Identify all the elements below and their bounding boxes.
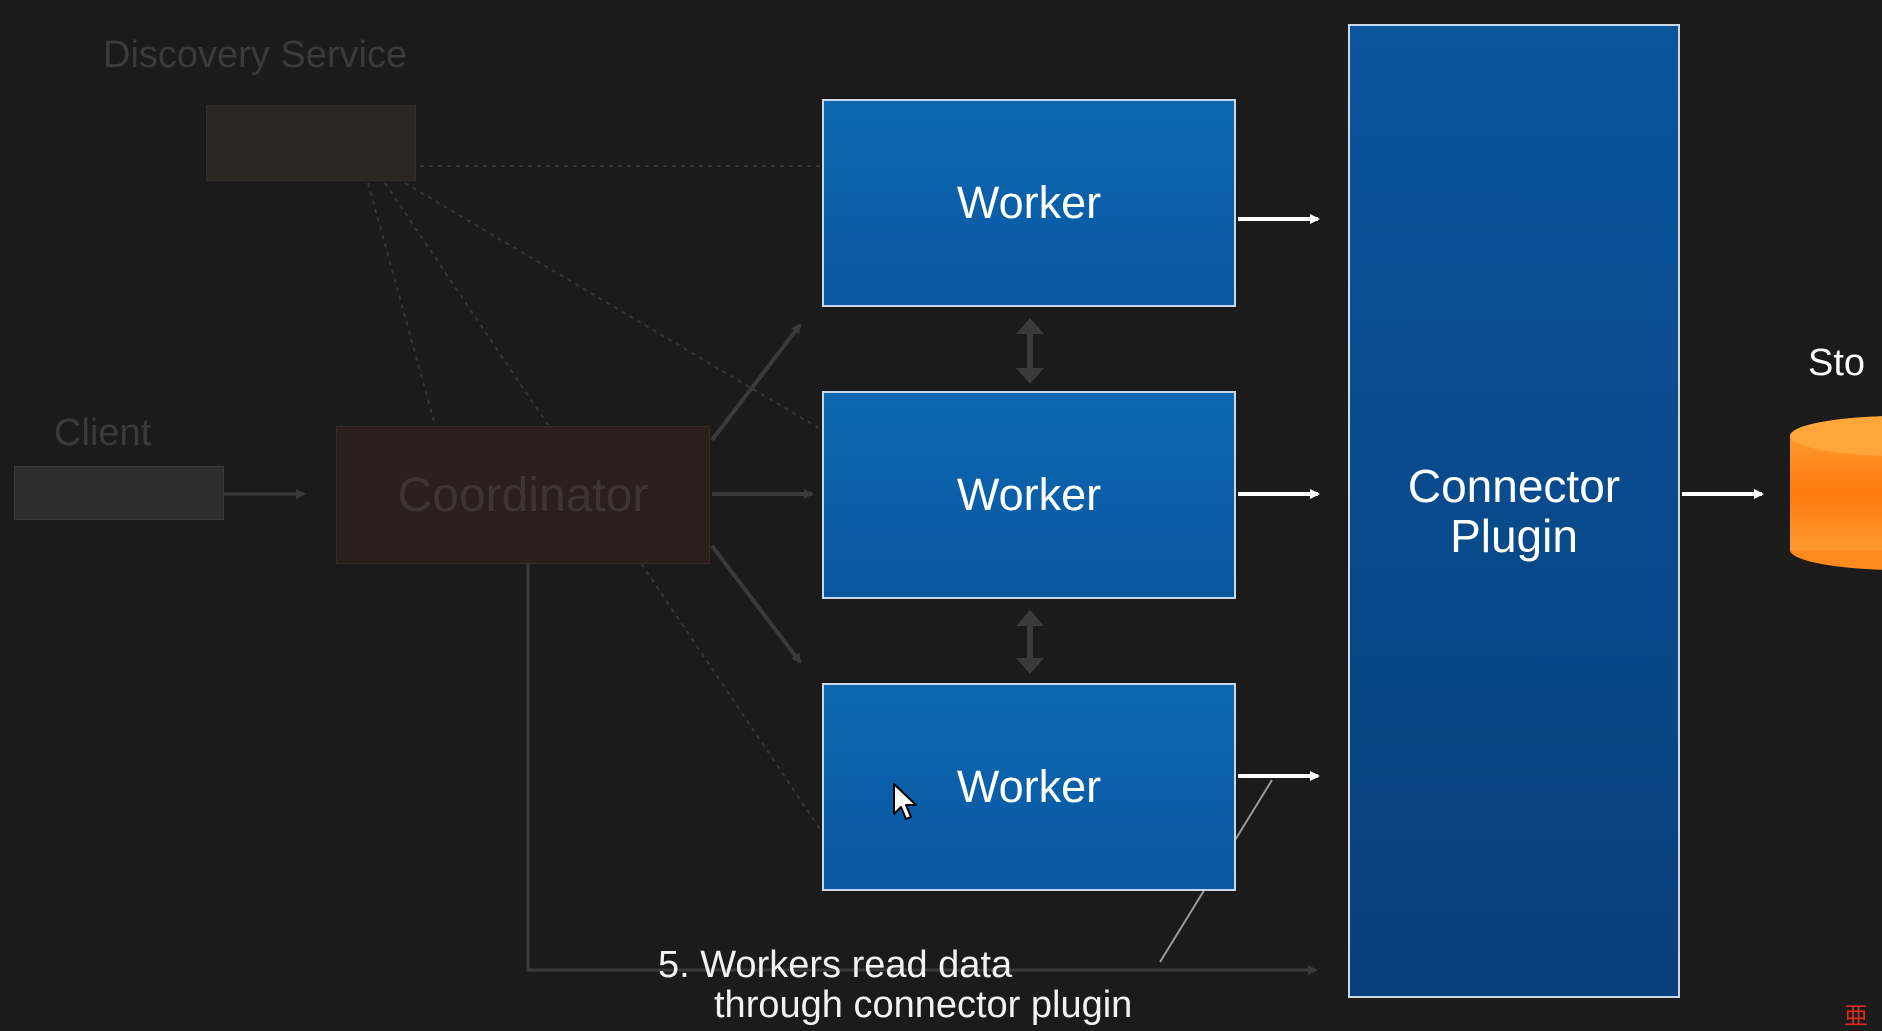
worker-box-2: Worker: [822, 391, 1236, 599]
worker-box-1: Worker: [822, 99, 1236, 307]
worker-to-plugin-arrows: [1238, 214, 1320, 781]
connector-plugin-box: Connector Plugin: [1348, 24, 1680, 998]
client-label: Client: [54, 412, 152, 454]
client-box: [14, 466, 224, 520]
worker-label: Worker: [956, 761, 1102, 812]
connector-plugin-label-line2: Plugin: [1450, 510, 1578, 562]
caption-line-2: through connector plugin: [714, 984, 1133, 1026]
coordinator-label: Coordinator: [397, 468, 649, 522]
storage-cylinder-icon: [1790, 416, 1882, 570]
corner-watermark: 亜: [1844, 1003, 1868, 1030]
discovery-service-box: [206, 105, 416, 181]
coordinator-bottom-path: [526, 564, 1318, 975]
coordinator-box: Coordinator: [336, 426, 710, 564]
discovery-service-label: Discovery Service: [103, 34, 408, 76]
worker-box-3: Worker: [822, 683, 1236, 891]
discovery-links: [367, 165, 823, 833]
caption-line-1: 5. Workers read data: [658, 944, 1013, 986]
worker-exchange-arrows: [1016, 318, 1044, 674]
connector-plugin-label-line1: Connector: [1407, 460, 1621, 512]
mouse-cursor-icon: [893, 783, 917, 820]
storage-label: Sto: [1808, 342, 1866, 384]
worker-label: Worker: [956, 177, 1102, 228]
worker-label: Worker: [956, 469, 1102, 520]
coordinator-to-workers-arrows: [710, 323, 814, 664]
